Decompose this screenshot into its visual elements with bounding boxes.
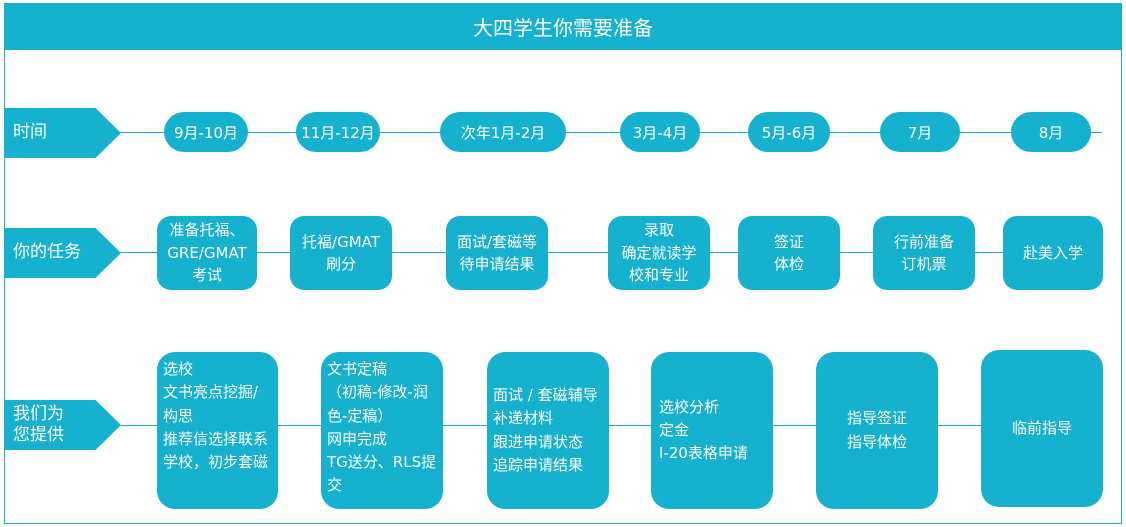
service-line: 构思 (163, 406, 194, 425)
service-node: 临前指导 (981, 350, 1103, 507)
task-line: 体检 (773, 255, 804, 273)
service-line: 选校分析 (659, 397, 720, 416)
time-node: 9月-10月 (164, 112, 248, 152)
task-line: 考试 (191, 266, 222, 285)
service-line: TG送分、RLS提 (327, 453, 437, 471)
time-node: 次年1月-2月 (440, 112, 566, 152)
service-line: 指导体检 (846, 432, 907, 451)
task-node: 录取 确定就读学 校和专业 (608, 216, 710, 290)
task-node: 准备托福、 GRE/GMAT 考试 (157, 216, 257, 290)
row-label-service: 我们为 您提供 (5, 400, 121, 450)
service-line: 学校，初步套磁 (163, 453, 269, 471)
time-node: 3月-4月 (620, 112, 700, 152)
service-connector-line (121, 425, 1102, 426)
task-node: 行前准备 订机票 (873, 216, 975, 290)
service-line: 临前指导 (1011, 418, 1072, 437)
task-line: 签证 (773, 232, 804, 251)
task-line: 录取 (643, 221, 674, 240)
service-node: 选校 文书亮点挖掘/ 构思 推荐信选择联系 学校，初步套磁 (157, 352, 278, 509)
task-line: 订机票 (901, 255, 947, 273)
task-line: 校和专业 (628, 266, 689, 285)
service-line: 面试 / 套磁辅导 (493, 386, 598, 404)
time-node: 8月 (1011, 112, 1091, 152)
task-line: 面试/套磁等 (456, 232, 538, 251)
task-line: 准备托福、 (169, 221, 245, 240)
service-line: 定金 (659, 420, 690, 439)
task-line: 确定就读学 (621, 243, 697, 262)
task-line: 刷分 (325, 255, 356, 273)
service-line: （初稿-修改-润 (327, 383, 428, 402)
time-node: 11月-12月 (296, 112, 380, 152)
time-node: 5月-6月 (748, 112, 830, 152)
service-line: 补递材料 (493, 409, 554, 428)
task-node: 面试/套磁等 待申请结果 (446, 216, 548, 290)
service-line: 指导签证 (846, 409, 907, 428)
task-line: GRE/GMAT (167, 243, 247, 262)
service-line: 网申完成 (327, 429, 388, 448)
service-node: 指导签证 指导体检 (816, 352, 938, 509)
service-line: 文书定稿 (327, 360, 388, 378)
row-label-task: 你的任务 (5, 228, 121, 278)
service-line: 跟进申请状态 (493, 432, 584, 451)
time-connector-line (121, 132, 1102, 133)
row-label-time: 时间 (5, 108, 121, 158)
task-node: 签证 体检 (738, 216, 840, 290)
service-line: 追踪申请结果 (493, 455, 584, 474)
service-line: 推荐信选择联系 (163, 429, 269, 448)
task-line: 待申请结果 (459, 255, 535, 273)
task-line: 行前准备 (893, 232, 954, 251)
task-node: 托福/GMAT 刷分 (290, 216, 392, 290)
task-line: 托福/GMAT (302, 232, 380, 251)
row-label-service-line: 我们为 (13, 403, 64, 424)
service-line: 色-定稿） (327, 406, 393, 425)
service-line: 交 (327, 476, 343, 495)
diagram-title: 大四学生你需要准备 (4, 3, 1122, 50)
row-label-service-line: 您提供 (13, 425, 64, 445)
service-node: 面试 / 套磁辅导 补递材料 跟进申请状态 追踪申请结果 (487, 352, 609, 509)
service-line: 文书亮点挖掘/ (163, 383, 259, 402)
task-line: 赴美入学 (1022, 243, 1083, 262)
service-node: 选校分析 定金 I-20表格申请 (651, 352, 773, 509)
service-line: I-20表格申请 (659, 444, 748, 463)
time-node: 7月 (880, 112, 960, 152)
task-node: 赴美入学 (1003, 216, 1103, 290)
service-line: 选校 (163, 360, 194, 378)
service-node: 文书定稿 （初稿-修改-润 色-定稿） 网申完成 TG送分、RLS提 交 (321, 352, 443, 509)
